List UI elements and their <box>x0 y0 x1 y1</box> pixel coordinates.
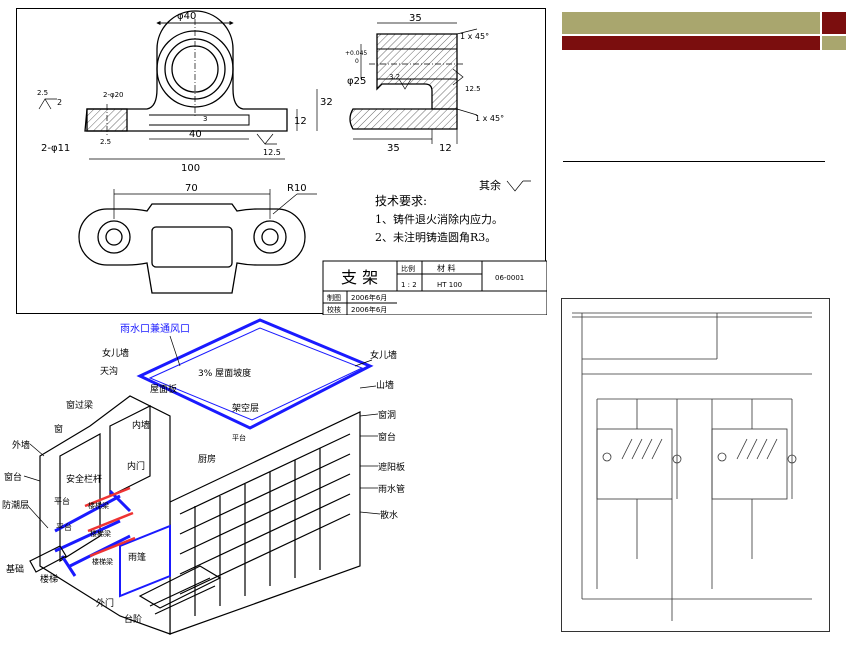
label-inner-door: 内门 <box>127 460 145 472</box>
label-rain-pipe: 雨水管 <box>378 483 405 495</box>
dim-70: 70 <box>185 183 198 194</box>
tech-requirement-1: 1、铸件退火消除内应力。 <box>375 212 503 226</box>
dim-12-front: 12 <box>294 116 307 127</box>
label-overhead: 架空层 <box>232 402 259 414</box>
label-balcony-left: 窗台 <box>4 471 22 483</box>
label-mountain-wall: 山墙 <box>376 379 394 391</box>
dim-phi25: φ25 <box>347 76 366 87</box>
dim-40: 40 <box>189 129 202 140</box>
checked-label: 校核 <box>327 305 341 314</box>
label-platform: 平台 <box>56 522 72 532</box>
label-damp-course: 防潮层 <box>2 499 29 511</box>
front-windows <box>179 433 351 616</box>
maroon-square <box>822 12 846 34</box>
label-gutter: 天沟 <box>100 365 118 377</box>
label-stair-beam-1: 楼梯梁 <box>88 501 109 510</box>
label-canopy: 雨篷 <box>128 551 146 563</box>
engineering-drawing: φ40 2-φ20 2-φ11 2.5 2 2.5 40 3 12 32 100… <box>16 8 548 316</box>
label-roof-slab: 屋面板 <box>150 383 177 395</box>
rough-12-5-front: 12.5 <box>263 148 281 157</box>
drawing-number: 06-0001 <box>495 274 524 282</box>
building-cutaway-diagram: 雨水口兼通风口 女儿墙 天沟 屋面板 3% 屋面坡度 女儿墙 山墙 窗过梁 窗 … <box>0 316 420 645</box>
label-steps: 台阶 <box>124 613 142 625</box>
label-shade: 遮阳板 <box>378 461 405 473</box>
scale-value: 1 : 2 <box>401 281 417 289</box>
dim-phi40: φ40 <box>177 11 196 22</box>
scale-header: 比例 <box>401 264 415 273</box>
material-value: HT 100 <box>437 281 462 289</box>
label-kitchen: 厨房 <box>198 453 216 465</box>
chamfer-bottom: 1 x 45° <box>475 114 504 123</box>
label-window-opening: 窗洞 <box>378 409 396 421</box>
label-stair-beam-2: 楼梯梁 <box>90 529 111 538</box>
divider-line <box>563 161 825 162</box>
label-safety-rail: 安全栏杆 <box>66 473 102 485</box>
drawn-date: 2006年6月 <box>351 293 387 302</box>
label-parapet-right: 女儿墙 <box>370 349 397 361</box>
building-svg: 雨水口兼通风口 女儿墙 天沟 屋面板 3% 屋面坡度 女儿墙 山墙 窗过梁 窗 … <box>2 318 405 635</box>
label-rain-outlet: 雨水口兼通风口 <box>120 322 190 335</box>
dim-35-bottom: 35 <box>387 143 400 154</box>
dim-r10: R10 <box>287 183 307 194</box>
tol-upper: +0.045 <box>345 50 367 57</box>
rough-12-5-side: 12.5 <box>465 85 481 93</box>
tech-requirements-title: 技术要求: <box>375 194 427 208</box>
label-foundation: 基础 <box>6 563 24 575</box>
label-stair-beam-3: 楼梯梁 <box>92 557 113 566</box>
rough-3-2: 3.2 <box>389 73 400 81</box>
label-lintel: 窗过梁 <box>66 399 93 411</box>
chamfer-top: 1 x 45° <box>460 32 489 41</box>
dim-3: 3 <box>203 115 207 123</box>
side-view <box>349 33 465 130</box>
title-block <box>322 260 548 316</box>
label-scatter: 散水 <box>380 509 398 521</box>
label-inner-wall: 内墙 <box>132 419 150 431</box>
dim-2-5: 2.5 <box>37 89 48 97</box>
dim-2-5b: 2.5 <box>100 138 111 146</box>
label-platform-top: 平台 <box>54 496 70 506</box>
label-balcony-right: 窗台 <box>378 431 396 443</box>
label-roof-slope: 3% 屋面坡度 <box>198 367 251 379</box>
circuit-schematic <box>561 298 830 632</box>
olive-bar <box>562 12 820 34</box>
maroon-bar <box>562 36 820 50</box>
dim-2: 2 <box>57 98 62 107</box>
circuit-svg <box>572 312 812 621</box>
label-outer-door: 外门 <box>96 597 114 609</box>
label-outer-wall: 外墙 <box>12 439 30 451</box>
dim-35-top: 35 <box>409 13 422 24</box>
label-window: 窗 <box>54 423 63 435</box>
front-view <box>84 10 288 137</box>
material-header: 材 料 <box>437 263 456 273</box>
olive-square <box>822 36 846 50</box>
drawing-svg: φ40 2-φ20 2-φ11 2.5 2 2.5 40 3 12 32 100… <box>37 10 548 316</box>
dim-12-side: 12 <box>439 143 452 154</box>
label-platform-2: 平台 <box>232 433 246 442</box>
part-name: 支 架 <box>341 268 378 287</box>
label-stairs: 楼梯 <box>40 573 58 585</box>
dim-100: 100 <box>181 163 200 174</box>
drawn-label: 制图 <box>327 293 341 302</box>
decorative-header-bars <box>562 12 846 52</box>
label-parapet-left: 女儿墙 <box>102 347 129 359</box>
rest-label: 其余 <box>479 178 501 192</box>
dim-2phi11: 2-φ11 <box>41 143 70 154</box>
dim-2phi20: 2-φ20 <box>103 91 124 99</box>
plan-view <box>78 203 306 294</box>
dim-32: 32 <box>320 97 333 108</box>
tol-lower: 0 <box>355 58 359 65</box>
checked-date: 2006年6月 <box>351 305 387 314</box>
tech-requirement-2: 2、未注明铸造圆角R3。 <box>375 230 496 244</box>
